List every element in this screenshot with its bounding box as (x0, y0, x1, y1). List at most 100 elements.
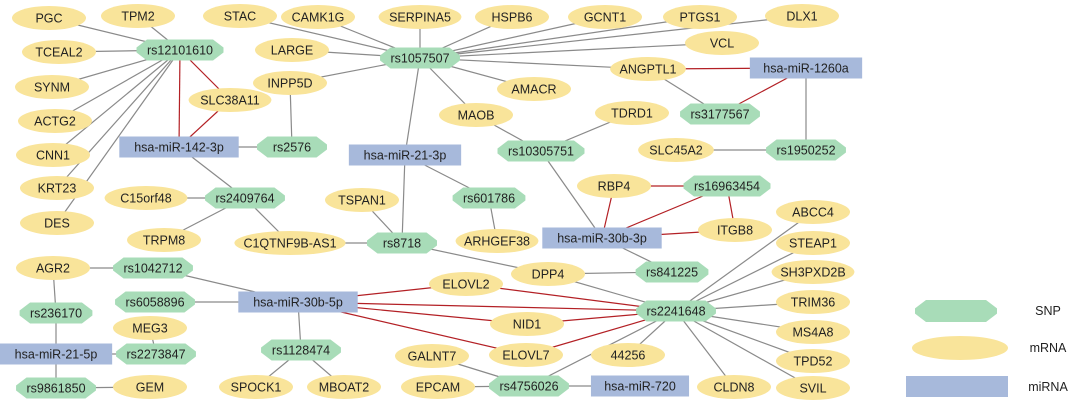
node-trim36: TRIM36 (776, 290, 850, 314)
node-tpd52: TPD52 (776, 349, 850, 373)
node-label: ABCC4 (792, 206, 834, 220)
mrna-node-shape (685, 31, 759, 55)
node-arhgef38: ARHGEF38 (455, 229, 539, 253)
mrna-node-shape (776, 200, 850, 224)
node-svil: SVIL (776, 376, 850, 400)
mrna-node-shape (489, 343, 563, 367)
node-label: hsa-miR-1260a (763, 62, 849, 76)
node-hsa-mir-30b-5p: hsa-miR-30b-5p (238, 291, 358, 313)
mrna-node-shape (12, 6, 86, 30)
node-c15orf48: C15orf48 (104, 186, 188, 210)
node-label: SERPINA5 (389, 11, 451, 25)
node-epcam: EPCAM (401, 375, 475, 399)
node-label: rs601786 (463, 192, 515, 206)
mrna-node-shape (776, 320, 850, 344)
node-tpm2: TPM2 (101, 4, 175, 28)
node-label: PTGS1 (680, 11, 721, 25)
mrna-node-shape (395, 344, 469, 368)
node-label: SYNM (34, 81, 70, 95)
node-tdrd1: TDRD1 (595, 101, 669, 125)
node-hsa-mir-30b-3p: hsa-miR-30b-3p (542, 227, 662, 249)
node-rs8718: rs8718 (367, 232, 437, 254)
node-abcc4: ABCC4 (776, 200, 850, 224)
mrna-node-shape (255, 38, 329, 62)
mrna-node-shape (234, 231, 346, 255)
node-hsa-mir-21-5p: hsa-miR-21-5p (0, 343, 113, 365)
node-label: CAMK1G (292, 11, 345, 25)
mrna-node-shape (378, 5, 462, 29)
node-label: DLX1 (786, 10, 817, 24)
node-label: hsa-miR-142-3p (134, 141, 224, 155)
node-label: KRT23 (38, 182, 77, 196)
node-label: hsa-miR-720 (604, 380, 676, 394)
mrna-node-shape (511, 262, 585, 286)
mrna-node-shape (577, 174, 651, 198)
edge-rs2241648-svil (675, 310, 814, 389)
node-serpina5: SERPINA5 (378, 5, 462, 29)
node-rs1042712: rs1042712 (113, 257, 193, 279)
node-44256: 44256 (591, 343, 665, 367)
node-slc38a11: SLC38A11 (188, 88, 272, 112)
mirna-node-shape (348, 144, 462, 166)
mrna-node-shape (475, 5, 549, 29)
node-rbp4: RBP4 (577, 174, 651, 198)
node-label: rs1128474 (272, 344, 330, 358)
node-tspan1: TSPAN1 (325, 188, 399, 212)
node-label: TPM2 (121, 10, 154, 24)
legend-snp-label: SNP (1035, 304, 1061, 318)
node-label: MBOAT2 (319, 381, 370, 395)
node-cldn8: CLDN8 (697, 375, 771, 399)
node-label: rs2576 (273, 141, 311, 155)
mrna-node-shape (22, 40, 96, 64)
node-label: SLC38A11 (200, 94, 260, 108)
edge-rs12101610-actg2 (54, 49, 181, 122)
node-label: TCEAL2 (35, 46, 82, 60)
mrna-node-shape (188, 88, 272, 112)
node-label: rs6058896 (125, 296, 184, 310)
node-label: INPP5D (267, 77, 312, 91)
mrna-node-shape (776, 349, 850, 373)
mrna-node-shape (455, 229, 539, 253)
mrna-node-shape (113, 375, 187, 399)
node-hsa-mir-142-3p: hsa-miR-142-3p (119, 136, 239, 158)
edge-rs2241648-steap1 (675, 242, 814, 312)
node-krt23: KRT23 (20, 176, 94, 200)
node-c1qtnf9b-as1: C1QTNF9B-AS1 (234, 231, 346, 255)
node-stac: STAC (203, 4, 277, 28)
edge-hsa-mir-30b-5p-rs2241648 (297, 301, 677, 312)
snp-node-shape (636, 300, 716, 322)
legend-item-snp: SNP (915, 300, 1061, 322)
mrna-node-shape (490, 312, 564, 336)
snp-node-shape (489, 375, 569, 397)
legend-item-mirna: miRNA (906, 376, 1068, 397)
node-label: NID1 (513, 318, 542, 332)
node-label: SLC45A2 (649, 144, 703, 158)
node-large: LARGE (255, 38, 329, 62)
legend-item-mrna: mRNA (912, 336, 1067, 360)
node-label: EPCAM (416, 381, 460, 395)
mrna-node-shape (568, 5, 642, 29)
node-steap1: STEAP1 (776, 231, 850, 255)
mrna-node-shape (127, 228, 201, 252)
snp-node-shape (380, 47, 460, 69)
mirna-node-shape (119, 136, 239, 158)
node-label: rs4756026 (499, 380, 558, 394)
snp-node-shape (261, 339, 341, 361)
node-label: TRIM36 (791, 296, 836, 310)
mirna-node-shape (590, 375, 690, 397)
node-rs2241648: rs2241648 (636, 300, 716, 322)
snp-node-shape (766, 139, 846, 161)
node-label: GALNT7 (408, 350, 457, 364)
mrna-node-shape (101, 4, 175, 28)
node-label: ELOVL7 (502, 349, 549, 363)
node-label: DES (44, 217, 70, 231)
node-rs6058896: rs6058896 (115, 291, 195, 313)
node-label: hsa-miR-21-3p (364, 149, 447, 163)
node-rs2273847: rs2273847 (116, 343, 196, 365)
node-inpp5d: INPP5D (253, 71, 327, 95)
node-rs12101610: rs12101610 (136, 39, 224, 61)
node-label: SVIL (799, 382, 826, 396)
node-angptl1: ANGPTL1 (610, 57, 686, 81)
node-rs841225: rs841225 (635, 261, 709, 283)
node-label: CNN1 (36, 149, 70, 163)
